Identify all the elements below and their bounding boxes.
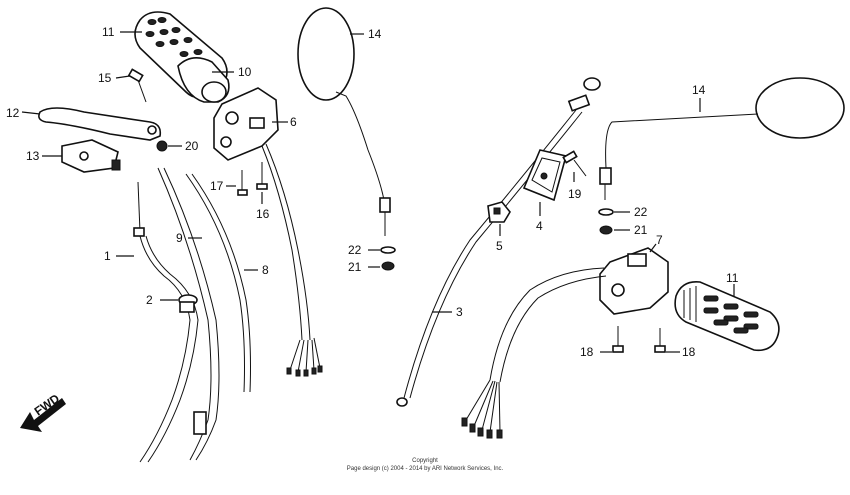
label-15: 15	[98, 71, 112, 85]
label-11-right-grip: 11	[726, 271, 739, 285]
right-mirror	[599, 77, 845, 200]
label-17: 17	[210, 179, 224, 193]
clutch-cable	[133, 181, 199, 463]
label-18-right: 18	[682, 345, 696, 359]
left-switch-housing	[213, 87, 323, 377]
throttle-cable-8	[185, 173, 251, 393]
right-grip	[674, 280, 780, 352]
screw-17	[237, 170, 248, 196]
switch-4	[522, 149, 567, 202]
label-4: 4	[536, 219, 543, 233]
screw-18-left	[612, 326, 624, 353]
label-14-right: 14	[692, 83, 706, 97]
label-8: 8	[262, 263, 269, 277]
label-21-right: 21	[634, 223, 648, 237]
copyright-line: Page design (c) 2004 - 2014 by ARI Netwo…	[346, 466, 504, 472]
screw-18-right	[654, 328, 666, 353]
clutch-lever	[38, 107, 162, 141]
label-22-right: 22	[634, 205, 648, 219]
label-16: 16	[256, 207, 270, 221]
label-3: 3	[456, 305, 463, 319]
label-14-left: 14	[368, 27, 382, 41]
label-1: 1	[104, 249, 111, 263]
label-20: 20	[185, 139, 199, 153]
left-mirror	[297, 7, 391, 236]
label-12: 12	[6, 106, 20, 120]
lever-bracket	[61, 139, 121, 173]
label-18-left: 18	[580, 345, 594, 359]
cable-adjuster	[178, 294, 198, 313]
fwd-arrow: FWD	[20, 391, 66, 432]
label-13: 13	[26, 149, 40, 163]
left-grip	[134, 11, 230, 103]
label-2: 2	[146, 293, 153, 307]
label-6: 6	[290, 115, 297, 129]
label-11-left-grip: 11	[102, 25, 115, 39]
throttle-cable-9	[157, 167, 220, 461]
label-21-left: 21	[348, 260, 362, 274]
label-19: 19	[568, 187, 582, 201]
screw-19	[562, 150, 587, 177]
label-5: 5	[496, 239, 503, 253]
copyright-title: Copyright	[412, 458, 438, 464]
screw-16	[256, 162, 268, 190]
label-7: 7	[656, 233, 663, 247]
label-10-throttle: 10	[238, 65, 252, 79]
right-switch-housing	[461, 247, 669, 439]
bolt-15	[127, 68, 147, 103]
label-22-left: 22	[348, 243, 362, 257]
clamp-5	[487, 201, 511, 223]
label-9: 9	[176, 231, 183, 245]
